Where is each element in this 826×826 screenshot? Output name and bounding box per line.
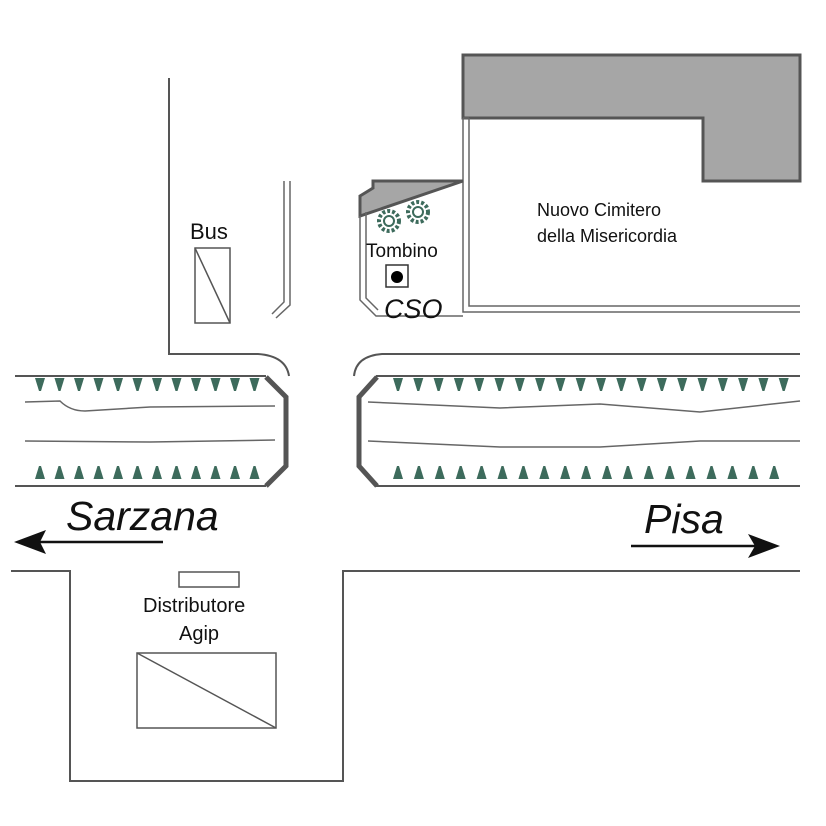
manhole-label: Tombino: [366, 241, 438, 262]
tree-icon: [476, 466, 487, 479]
tree-icon: [706, 466, 717, 479]
manhole-icon: [391, 271, 403, 283]
tree-icon: [152, 378, 162, 391]
sidewalk-line-right: [359, 216, 463, 317]
tree-icon: [758, 378, 769, 391]
cso-label: CSO: [384, 294, 443, 324]
cemetery-label-line2: della Misericordia: [537, 226, 678, 246]
tree-icon: [249, 378, 260, 391]
tree-icon: [393, 466, 403, 479]
tree-icon: [453, 378, 464, 391]
tree-icon: [738, 378, 749, 391]
tree-icon: [497, 466, 508, 479]
tree-icon: [230, 378, 240, 391]
tree-icon: [560, 466, 571, 479]
arrow-left-icon: [14, 530, 163, 554]
tree-icon: [474, 378, 485, 391]
tree-icon: [434, 466, 445, 479]
tree-icon: [575, 378, 586, 391]
tree-icon: [413, 378, 424, 391]
fuel-station-label-line2: Agip: [179, 623, 219, 645]
tree-icon: [93, 466, 104, 479]
tree-icon: [393, 378, 403, 391]
arrow-right-icon: [631, 534, 780, 558]
median-north-right: [275, 181, 291, 319]
kerb-east: [356, 375, 379, 488]
tree-icon: [132, 466, 143, 479]
tree-icon: [433, 378, 444, 391]
tree-icon: [152, 466, 162, 479]
tree-icon: [685, 466, 696, 479]
tree-icon: [596, 378, 606, 391]
tree-icon: [171, 378, 182, 391]
tree-icon: [210, 378, 221, 391]
tree-icon: [677, 378, 688, 391]
direction-pisa-label: Pisa: [644, 496, 724, 542]
tree-icon: [717, 378, 728, 391]
tree-icon: [535, 378, 546, 391]
tree-icon: [93, 378, 104, 391]
tree-icon: [171, 466, 182, 479]
tree-icon: [769, 466, 780, 479]
tree-icon: [113, 466, 123, 479]
tree-icon: [74, 466, 84, 479]
tree-icon: [581, 466, 592, 479]
tree-icon: [622, 466, 633, 479]
tree-icon: [697, 378, 708, 391]
tree-icon: [616, 378, 627, 391]
tree-icon: [74, 378, 84, 391]
road-edge-south: [11, 570, 800, 782]
tree-icon: [643, 466, 654, 479]
tree-icon: [602, 466, 612, 479]
tree-icon: [656, 378, 667, 391]
road-edge-ne: [353, 353, 800, 377]
tree-icon: [230, 466, 240, 479]
tree-icon: [132, 378, 143, 391]
bus-stop-diagonal: [194, 247, 231, 324]
tree-rows: [35, 378, 789, 479]
tree-icon: [35, 466, 45, 479]
kerb-west: [264, 375, 289, 488]
tree-icon: [664, 466, 675, 479]
lane-line-west-2: [24, 439, 276, 443]
lane-line-east-1: [367, 400, 801, 413]
tree-icon: [455, 466, 466, 479]
tree-icon: [249, 466, 260, 479]
tree-icon: [555, 378, 566, 391]
bus-label: Bus: [190, 219, 228, 244]
road-edge-nw: [168, 78, 290, 377]
fuel-station-label-line1: Distributore: [143, 595, 245, 617]
tree-icon: [514, 378, 525, 391]
tree-icon: [413, 466, 424, 479]
bush-icon: [377, 209, 401, 233]
tree-icon: [54, 466, 65, 479]
tree-icon: [778, 378, 789, 391]
bush-icon: [406, 200, 430, 224]
tree-icon: [54, 378, 65, 391]
tree-icon: [636, 378, 647, 391]
median-north-left: [271, 181, 285, 315]
cemetery-enclosure: [462, 118, 800, 313]
tree-icon: [518, 466, 529, 479]
cemetery-enclosure-outer: [468, 118, 800, 307]
fuel-station-diagonal: [136, 652, 277, 729]
tree-icon: [191, 378, 201, 391]
tree-icon: [494, 378, 505, 391]
tree-icon: [113, 378, 123, 391]
lane-line-east-2: [367, 440, 800, 448]
cemetery-label-line1: Nuovo Cimitero: [537, 200, 661, 220]
grass-plot: [358, 179, 464, 219]
direction-sarzana-label: Sarzana: [66, 493, 219, 539]
tree-icon: [210, 466, 221, 479]
tree-icon: [191, 466, 201, 479]
tree-icon: [539, 466, 550, 479]
tree-icon: [727, 466, 738, 479]
fuel-pump-canopy: [178, 571, 240, 588]
tree-icon: [748, 466, 759, 479]
cemetery-building-block: [461, 53, 802, 183]
sidewalk-line-right-inner: [365, 212, 379, 311]
lane-line-west-1: [24, 400, 276, 412]
tree-icon: [35, 378, 45, 391]
